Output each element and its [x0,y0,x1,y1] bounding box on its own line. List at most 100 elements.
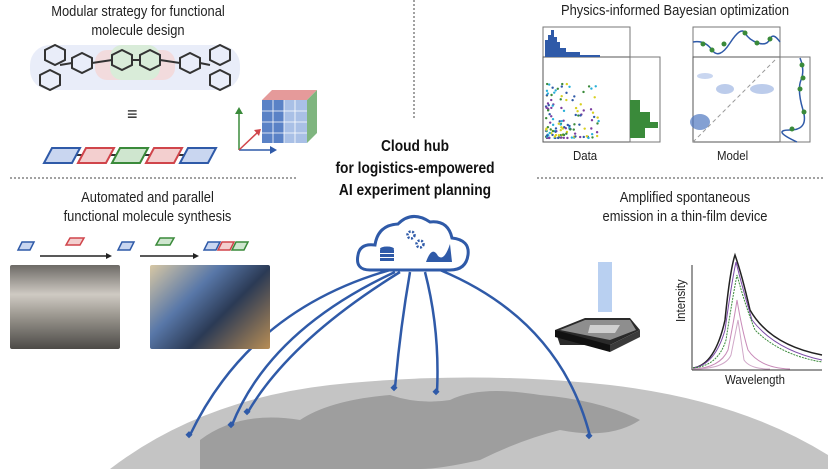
scatter-point [546,125,550,129]
scatter-point [582,90,585,94]
scatter-point [596,122,599,125]
wavelength-axis-label: Wavelength [725,372,785,387]
scatter-points [544,82,600,140]
scatter-point [560,85,563,88]
scatter-point [573,132,577,135]
connection-lines [185,268,593,440]
molecule-structure [30,43,240,92]
scatter-point [587,136,590,140]
emission-title-line2: emission in a thin-film device [602,208,768,225]
synthesis-title-line1: Automated and parallel [81,189,214,206]
scatter-point [545,82,549,86]
scatter-point [574,106,578,110]
scatter-point [590,132,594,136]
data-plot [542,26,661,143]
gears-icon [406,230,425,249]
scatter-point [551,133,554,137]
spectrum-wave-icon [426,244,452,262]
scatter-point [546,92,550,95]
scatter-point [590,119,594,122]
scatter-point [587,85,591,88]
scatter-point [591,111,595,114]
data-plot-label: Data [573,148,598,163]
scatter-point [550,93,553,97]
scatter-point [582,135,585,139]
design-title-line1: Modular strategy for functional [51,3,225,20]
scatter-point [578,135,582,139]
scatter-point [565,82,569,86]
scatter-point [568,85,571,89]
scatter-point [545,134,549,137]
block-red [76,147,116,164]
scatter-point [574,113,577,117]
optimization-title: Physics-informed Bayesian optimization [560,2,790,19]
scatter-point [590,127,593,130]
cloud-icon [356,215,470,272]
scatter-point [548,113,551,116]
scatter-point [545,94,549,97]
intensity-axis-label: Intensity [673,279,688,322]
scatter-point [572,128,575,131]
scatter-point [565,132,568,135]
scatter-point [546,102,550,105]
scatter-point [595,134,599,138]
synthesis-title: Automated and parallel functional molecul… [21,188,275,226]
scatter-point [590,87,593,90]
scatter-point [565,98,568,102]
scatter-point [585,135,589,138]
block-blue [178,147,218,164]
scatter-point [549,128,552,131]
scatter-point [573,123,576,126]
scatter-point [551,86,554,89]
scatter-point [571,98,574,102]
hub-line3: AI experiment planning [338,182,492,199]
synthesis-scheme [16,237,250,259]
scatter-point [570,136,574,139]
data-cube-icon [262,90,317,143]
scatter-point [573,95,576,98]
block-green [110,147,150,164]
design-title: Modular strategy for functional molecule … [19,2,256,40]
scatter-point [562,133,565,136]
scatter-point [597,119,600,123]
scatter-point [551,129,555,133]
scatter-point [596,116,599,119]
model-plot [690,26,811,143]
scatter-point [595,130,599,134]
scatter-point [591,136,594,139]
scatter-point [594,85,597,88]
scatter-point [551,117,555,121]
scatter-point [562,136,565,140]
spectrum-plot [691,252,823,371]
scatter-point [550,115,553,118]
scatter-point [559,123,562,126]
modular-blocks [42,147,218,164]
scatter-point [554,130,557,134]
block-red [144,147,184,164]
scatter-point [551,104,554,107]
scatter-point [544,116,548,120]
scatter-point [548,121,552,124]
scatter-point [583,127,586,130]
scatter-point [553,135,557,138]
scatter-point [582,109,585,112]
scatter-point [553,91,556,94]
thin-film-device [555,262,640,352]
scatter-point [545,89,549,93]
design-title-line2: molecule design [91,22,185,39]
scatter-point [547,136,551,140]
scatter-point [576,110,579,113]
scatter-point [551,123,555,127]
synthesis-lab-photo-2 [150,265,270,349]
scatter-point [562,109,566,113]
scatter-point [560,94,563,98]
synthesis-title-line2: functional molecule synthesis [63,208,232,225]
scatter-point [558,120,561,123]
scatter-point [557,122,560,125]
scatter-point [559,98,562,101]
scatter-point [548,83,551,86]
scatter-point [554,127,558,130]
scatter-point [579,114,582,117]
scatter-point [577,114,580,117]
